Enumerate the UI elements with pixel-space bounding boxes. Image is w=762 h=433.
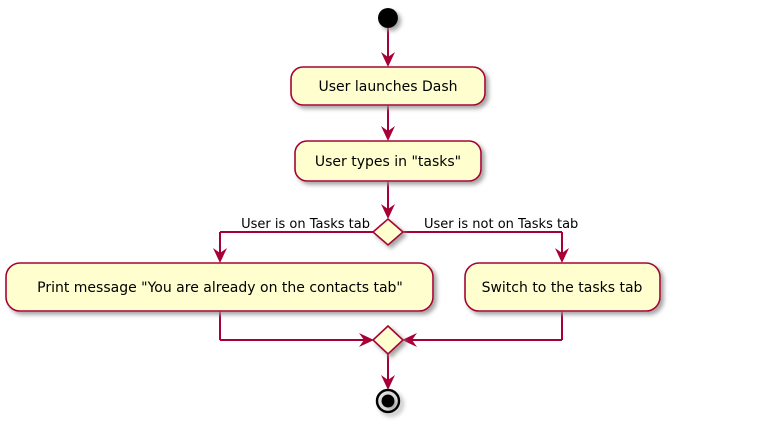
arrowheads bbox=[213, 52, 569, 390]
branch-label-true: User is on Tasks tab bbox=[241, 217, 370, 232]
arrowhead-to-launch bbox=[381, 52, 395, 67]
end-node bbox=[375, 388, 401, 414]
start-node bbox=[378, 8, 398, 28]
activity-box bbox=[290, 66, 486, 106]
arrowhead-merge-from-left bbox=[359, 333, 374, 347]
activity-label: User launches Dash bbox=[318, 79, 457, 95]
arrowhead-to-decision bbox=[381, 204, 395, 219]
decision-node[interactable] bbox=[371, 217, 405, 247]
arrowhead-to-print bbox=[213, 248, 227, 263]
activity-node-user-launches-dash[interactable]: User launches Dash bbox=[290, 66, 486, 106]
arrowhead-to-types bbox=[381, 126, 395, 141]
activity-label: Switch to the tasks tab bbox=[482, 280, 643, 296]
arrowhead-to-switch bbox=[555, 248, 569, 263]
arrowhead-merge-from-right bbox=[402, 333, 417, 347]
activity-node-print-message[interactable]: Print message "You are already on the co… bbox=[5, 262, 434, 312]
activity-box bbox=[5, 262, 434, 312]
merge-node[interactable] bbox=[371, 324, 405, 356]
activity-node-user-types-in-tasks[interactable]: User types in "tasks" bbox=[294, 140, 482, 182]
activity-box bbox=[464, 262, 661, 312]
activity-node-switch-to-tasks-tab[interactable]: Switch to the tasks tab bbox=[464, 262, 661, 312]
activity-box bbox=[294, 140, 482, 182]
end-node-inner-dot bbox=[381, 394, 395, 408]
activity-label: Print message "You are already on the co… bbox=[37, 280, 403, 296]
arrowhead-to-end bbox=[381, 375, 395, 390]
branch-label-false: User is not on Tasks tab bbox=[424, 217, 578, 232]
connector-lines bbox=[219, 28, 563, 384]
activity-label: User types in "tasks" bbox=[315, 154, 461, 170]
end-node-outer-ring bbox=[375, 388, 401, 414]
